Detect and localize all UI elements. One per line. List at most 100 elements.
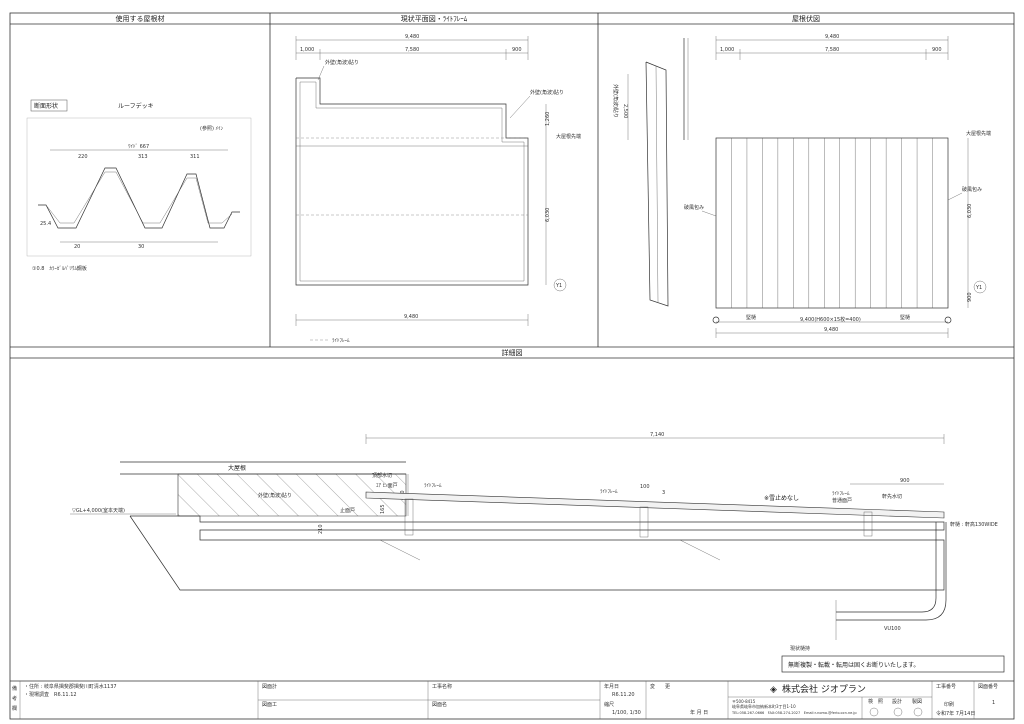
company-addr-2: 岐阜県岐阜市加納新本町3丁目1-10: [732, 703, 796, 709]
panel-title-detail: 詳細図: [502, 348, 523, 357]
light-frame-post-2: [639, 506, 649, 538]
plan-axis-label: Y1: [555, 283, 562, 289]
roof-side-elevation: [645, 61, 669, 307]
company-addr-1: 〒500-8415: [732, 699, 756, 704]
roof-gutter-left: 堅樋: [746, 314, 756, 321]
date-label: 年月日: [604, 683, 619, 690]
site-address: ・住所 : 岐阜県揖斐郡揖斐川町清水1137: [24, 683, 117, 690]
design-stamp-icon: [893, 707, 903, 717]
detail-nose-door: ｴｱ ﾋﾝ面戸: [376, 483, 398, 489]
draw-label: 図面計: [262, 683, 277, 690]
roof-eave-label: 大屋根先端: [966, 130, 991, 137]
section-shape-tag: [30, 99, 68, 112]
sheet-no-value: 1: [992, 700, 995, 706]
roof-gutter-left-icon: [712, 316, 720, 324]
material-spec-note: ①0.8 ｶﾗｰｶﾞﾙﾊﾞﾘｳﾑ鋼板: [32, 265, 87, 272]
scale-value: 1/100, 1/30: [612, 710, 641, 716]
plan-eave-label: 大屋根先端: [556, 133, 581, 140]
print-date: 令和7年 7月14日: [936, 710, 975, 717]
roof-gutter-right: 堅樋: [900, 314, 910, 321]
print-label: 印刷: [944, 701, 954, 708]
profile-dim-5: 20: [74, 244, 80, 250]
plan-inner-outline: [299, 81, 525, 282]
sheet-no-label: 図面番号: [978, 683, 998, 690]
plan-dim-mid: 7,580: [405, 47, 419, 53]
detail-downpipe: [836, 522, 937, 613]
detail-wall: 外壁(角波)貼り: [258, 492, 292, 499]
profile-dim-6: 30: [138, 244, 144, 250]
roof-dim-side-small: 900: [967, 292, 973, 302]
check-label-2: 照: [878, 699, 883, 705]
detail-no-snow: ※雪止めなし: [764, 494, 799, 502]
roof-dim-side: 6,030: [967, 204, 973, 218]
roof-dim-left: 1,000: [720, 47, 734, 53]
plan-dim-left: 1,000: [300, 47, 314, 53]
plan-dim-side-1: 1,260: [545, 112, 551, 126]
material-panel: 断面形状 ルーフデッキ (参照) ﾒｲﾝ 220 313 311 ﾜｲﾄﾞ 66…: [26, 99, 252, 272]
detail-light-frame-2: ﾗｲﾄﾌﾚｰﾑ: [600, 489, 618, 495]
detail-panel: 7,140 大屋根 外壁(角波)貼り 400 頂部水切 ｴｱ ﾋﾝ面戸 ﾗｲﾄﾌ…: [70, 432, 1005, 673]
sheet-border: [9, 12, 1015, 720]
detail-big-roof: 大屋根: [228, 464, 246, 472]
detail-light-frame: ﾗｲﾄﾌﾚｰﾑ: [424, 483, 442, 489]
design-label: 設計: [892, 698, 902, 705]
draft-label: 製図: [912, 698, 922, 705]
panel-title-plan: 現状平面図・ﾗｲﾄﾌﾚｰﾑ: [401, 14, 468, 23]
detail-vu: VU100: [884, 626, 901, 632]
roof-wrap-right: 破風包み: [962, 186, 982, 193]
roof-dim-panels: 9,400(H600×15枚=400): [800, 316, 861, 323]
plan-dim-right: 900: [512, 47, 522, 53]
roof-dim-right: 900: [932, 47, 942, 53]
profile-figure-frame: [26, 117, 252, 257]
roof-panel-seams: [731, 138, 933, 308]
detail-gutter: 軒樋 : 軒高130WIDE: [950, 521, 998, 528]
profile-dim-7: 25.4: [40, 221, 51, 227]
detail-gl: ▽GL+4,000(室本天端): [72, 507, 125, 514]
title-block: 備 考 欄 ・住所 : 岐阜県揖斐郡揖斐川町清水1137 ・現場調査 R6.11…: [12, 681, 998, 719]
plan-dim-total: 9,480: [405, 34, 419, 40]
deck-profile-outer: [38, 167, 240, 229]
section-shape-label: 断面形状: [34, 102, 58, 110]
detail-dim-210: 210: [318, 524, 324, 534]
profile-dim-2: 313: [138, 154, 148, 160]
copyright-notice: 無断複製・転載・転用は固くお断りいたします。: [788, 661, 919, 669]
roof-vert-dim: 2,500: [622, 104, 628, 118]
plan-legend: ﾗｲﾄﾌﾚｰﾑ: [332, 338, 350, 344]
detail-stop-door: 止面戸: [340, 507, 355, 514]
panel-title-material: 使用する屋根材: [116, 14, 165, 23]
plan-dim-side-2: 6,030: [545, 208, 551, 222]
profile-dim-4: ﾜｲﾄﾞ 667: [128, 143, 149, 150]
project-label: 工事名称: [432, 683, 452, 690]
check-stamp-icon: [869, 707, 879, 717]
detail-normal-door: 普通面戸: [832, 497, 852, 504]
change-label: 変 更: [650, 683, 670, 690]
scale-label: 縮尺: [604, 701, 614, 708]
detail-dim-900: 900: [900, 478, 910, 484]
plan-dim-bottom: 9,480: [404, 314, 418, 320]
draft-stamp-icon: [913, 707, 923, 717]
roof-axis-label: Y1: [975, 285, 982, 291]
roof-vert-note: 外壁(角波)貼り: [612, 84, 619, 118]
detail-light-frame-3: ﾗｲﾄﾌﾚｰﾑ: [832, 491, 850, 497]
notice-box: [781, 655, 1005, 673]
light-frame-post-1: [404, 498, 414, 536]
constr-label: 図面工: [262, 702, 277, 708]
detail-roof-deck: [365, 491, 945, 519]
detail-existing-drain: 現状樋持: [790, 645, 810, 652]
profile-ref-note: (参照) ﾒｲﾝ: [200, 125, 223, 132]
company-addr-3: TEL:058-267-0666 FAX:058-274-2027 Email:…: [731, 711, 857, 715]
detail-dim-3: 3: [662, 490, 665, 496]
drawing-name-label: 図面名: [432, 701, 447, 708]
plan-wall-label-2: 外壁(角波)貼り: [530, 89, 564, 96]
roof-panel: 9,480 1,000 7,580 900 外壁(角波)貼り 2,500 大屋根…: [612, 34, 991, 338]
plan-panel: 9,480 1,000 7,580 900 外壁(角波)貼り 外壁(角波)貼り …: [295, 34, 581, 344]
detail-dim-165: 165: [380, 504, 386, 514]
panel-title-roof: 屋根伏図: [792, 14, 820, 23]
remarks-char-2: 考: [12, 696, 17, 702]
ymd-label: 年 月 日: [690, 709, 708, 716]
company-name: 株式会社 ジオプラン: [782, 683, 866, 695]
detail-top-flash: 頂部水切: [372, 472, 392, 479]
roof-dim-bottom: 9,480: [824, 327, 838, 333]
remarks-char-1: 備: [12, 685, 17, 692]
